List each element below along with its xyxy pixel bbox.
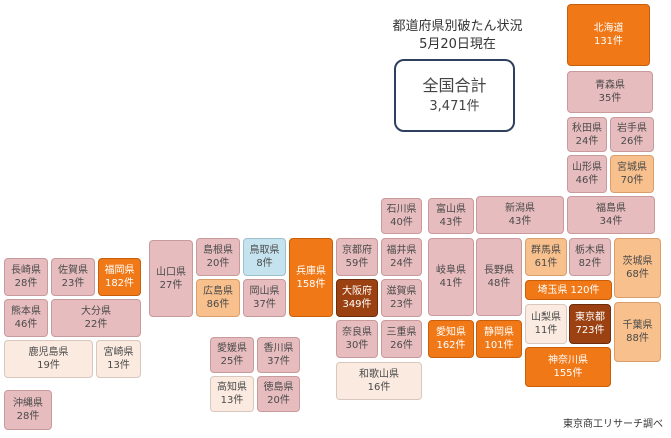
map-title: 都道府県別破たん状況 5月20日現在 [370, 18, 545, 54]
national-total-box: 全国合計 3,471件 [394, 59, 515, 132]
national-total-label: 全国合計 [422, 75, 487, 95]
title-date: 5月20日現在 [419, 37, 496, 52]
source-note: 東京商工リサーチ調べ [563, 419, 663, 430]
national-total-value: 3,471件 [429, 98, 480, 114]
title-main: 都道府県別破たん状況 [392, 19, 523, 34]
